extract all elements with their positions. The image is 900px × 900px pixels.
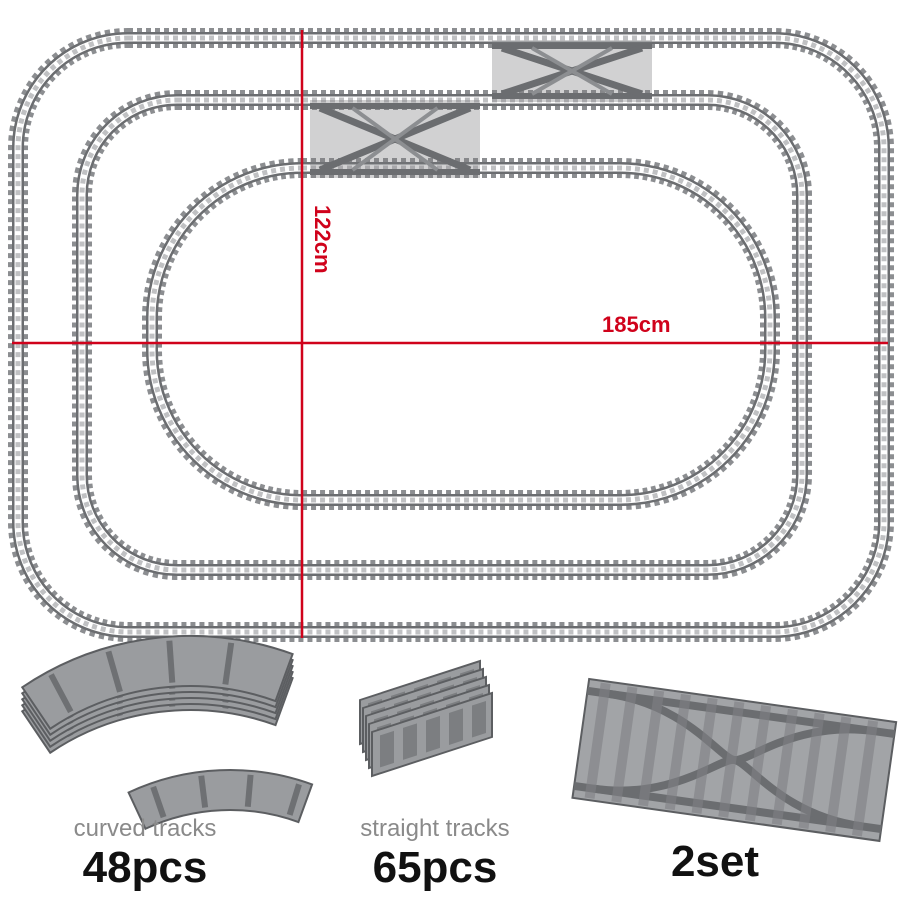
product-count-curved: 48pcs: [82, 843, 208, 892]
track-rail-bed: [146, 162, 776, 506]
curved-piece-tie: [222, 642, 235, 685]
curved-piece-tie: [150, 785, 167, 819]
track-gap: [148, 164, 774, 504]
curved-piece-body: [20, 635, 294, 731]
switch-product-tie: [745, 705, 772, 822]
switch-diagonal-d: [531, 46, 613, 96]
switch-product-tie: [771, 708, 798, 826]
curved-piece-tie: [166, 640, 176, 683]
switch-product-tie: [851, 720, 879, 837]
crossover-middle: [310, 100, 480, 178]
switch-diagonal-d: [351, 106, 439, 172]
crossover-top: [492, 40, 652, 102]
straight-piece-tie: [403, 723, 417, 760]
curved-piece-tie: [286, 783, 302, 816]
track-loop-3: [142, 158, 780, 510]
switch-product-tie: [825, 716, 852, 833]
height-dimension-label: 122cm: [310, 205, 335, 274]
straight-piece-tie: [472, 700, 486, 738]
product-pieces: [20, 635, 898, 843]
track-loop-1: [8, 28, 894, 642]
track-sleepers: [142, 158, 780, 510]
switch-product-tie: [664, 693, 691, 811]
curved-stack-layer: [20, 635, 294, 731]
track-ties-inner: [149, 165, 773, 503]
dimension-lines: [12, 30, 888, 638]
product-count-switch: 2set: [670, 837, 760, 886]
product-label-straight: straight tracks: [360, 815, 510, 842]
switch-product-tie: [718, 701, 745, 818]
switch-product-tie: [584, 682, 611, 799]
track-ties-inner: [15, 35, 887, 635]
curved-piece-tie: [48, 673, 74, 714]
straight-stack-layer: [371, 691, 493, 778]
curved-piece-tie: [198, 775, 209, 808]
curved-piece-tie: [105, 650, 123, 693]
switch-product-tie: [611, 686, 638, 803]
width-dimension-label: 185cm: [602, 312, 671, 337]
curved-piece-tie: [244, 774, 254, 808]
product-label-curved: curved tracks: [73, 815, 217, 842]
product-count-straight: 65pcs: [372, 843, 498, 892]
curved-single-piece: [127, 769, 314, 831]
switch-product-tie: [638, 690, 665, 807]
track-loop-2: [72, 90, 812, 580]
crossover-switches: [310, 40, 652, 178]
straight-piece-tie: [449, 708, 463, 745]
straight-piece-tie: [380, 730, 394, 768]
straight-piece-tie: [426, 715, 440, 753]
track-ties-inner: [79, 97, 805, 573]
curved-piece-body: [127, 769, 314, 831]
track-loops: [8, 28, 894, 642]
switch-product-tie: [691, 697, 718, 814]
switch-product: [571, 677, 898, 843]
switch-product-tie: [798, 712, 825, 829]
